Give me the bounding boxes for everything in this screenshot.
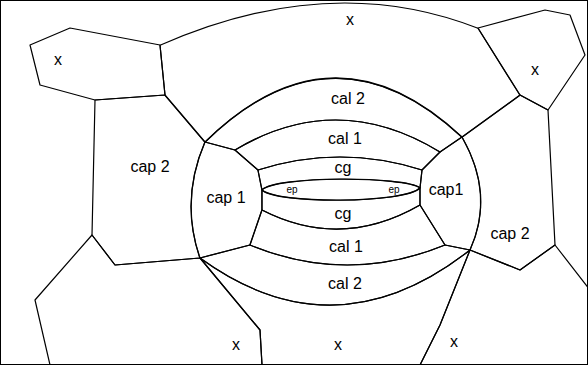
cell-label: x [54, 52, 62, 68]
cell-wall [200, 245, 470, 305]
cell-wall [478, 10, 585, 110]
cell: x [32, 232, 265, 365]
cell-outline [89, 92, 208, 268]
cell-outline [417, 242, 588, 365]
cell-label: ep [388, 185, 399, 195]
cell-label: cap1 [429, 182, 464, 198]
cell-label: x [232, 337, 240, 353]
cell-label: cal 2 [331, 91, 365, 107]
cell-label: cap 2 [130, 159, 169, 175]
cell-wall [35, 235, 262, 365]
cell: cap1 [417, 134, 484, 253]
cell-wall [160, 3, 520, 142]
cell: cap 2 [459, 92, 558, 273]
cell-outline [27, 25, 168, 103]
cell: x [157, 0, 523, 145]
cell-wall [30, 28, 165, 100]
cell-label: cal 2 [328, 276, 362, 292]
cell: x [27, 25, 168, 103]
cell-label: cal 1 [328, 131, 362, 147]
cell-label: cg [335, 206, 352, 222]
cell-wall [420, 245, 588, 365]
cell-outline [475, 7, 588, 113]
cell-label: cap 2 [490, 226, 529, 242]
cell-outline [157, 0, 523, 145]
cell-wall [420, 137, 481, 250]
cell-wall [92, 95, 205, 265]
cell: x [417, 242, 588, 365]
cell-label: ep [286, 185, 297, 195]
cell-label: x [450, 334, 458, 350]
cell-label: x [334, 337, 342, 353]
cell-label: cg [335, 160, 352, 176]
cell: x [475, 7, 588, 113]
cell-label: x [531, 62, 539, 78]
cell-wall [250, 205, 445, 265]
cell: ep ep [259, 176, 423, 203]
cell-label: cap 1 [206, 190, 245, 206]
cell: cap 1 [188, 139, 265, 261]
cell-wall [462, 95, 555, 270]
cell-outline [32, 232, 265, 365]
cell: cap 2 [89, 92, 208, 268]
cell-wall [200, 250, 470, 365]
cell-outline [459, 92, 558, 273]
cell-label: x [346, 12, 354, 28]
cell-label: cal 1 [329, 239, 363, 255]
cell-wall [205, 78, 462, 152]
cell-wall [262, 188, 420, 229]
